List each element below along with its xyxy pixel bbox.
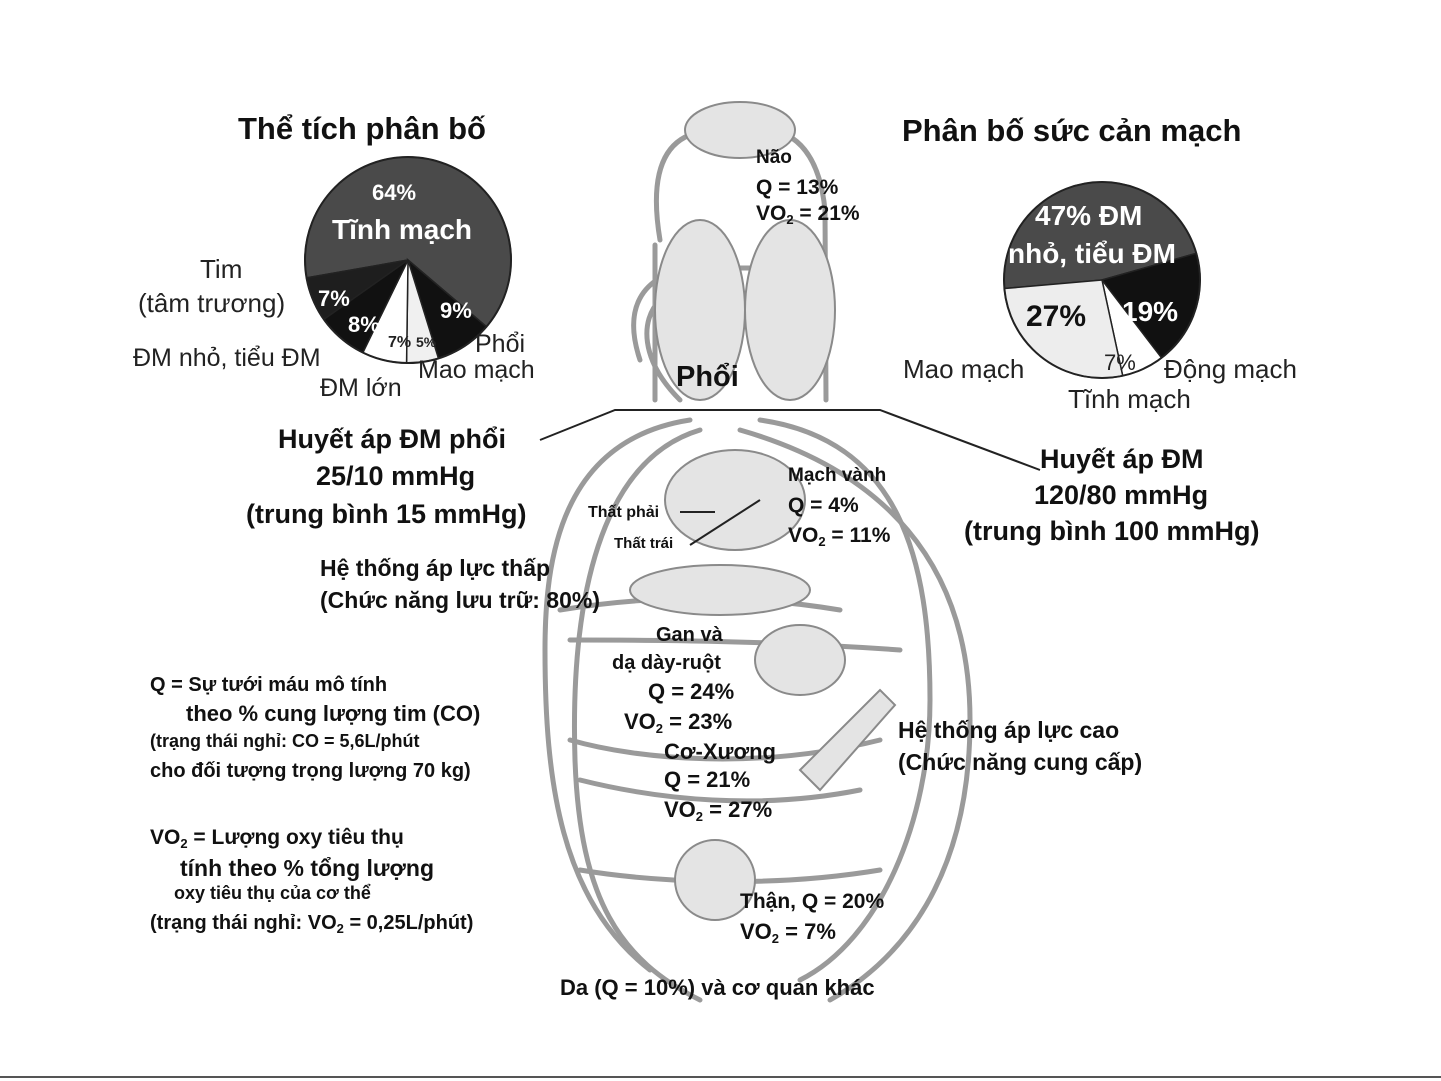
right-pct-dong-mach: 19% [1122, 296, 1179, 327]
gut-shape [754, 624, 846, 696]
legend-vo2-4: (trạng thái nghỉ: VO2 = 0,25L/phút) [150, 912, 474, 936]
liver-shape [629, 564, 811, 616]
left-label-dm-lon: ĐM lớn [320, 374, 402, 402]
high-pressure-subtitle: (Chức năng cung cấp) [898, 749, 1143, 775]
right-chart-title: Phân bố sức cản mạch [902, 113, 1242, 148]
lungs-label: Phổi [676, 361, 739, 393]
pulmonary-pressure-mean: (trung bình 15 mmHg) [246, 499, 527, 529]
pulmonary-pressure-value: 25/10 mmHg [316, 461, 476, 491]
lung-right-shape [744, 219, 836, 401]
legend-vo2-2: tính theo % tổng lượng [180, 855, 435, 881]
right-pct-dm-nho-1: 47% ĐM [1035, 200, 1143, 231]
bottom-border [0, 1076, 1441, 1078]
kidney-shape [674, 839, 756, 921]
left-pct-phoi: 9% [440, 298, 472, 323]
left-center-label: Tĩnh mạch [332, 214, 473, 245]
left-pie-outline [304, 156, 512, 364]
left-ventricle-label: Thất trái [614, 535, 674, 552]
heart-shape [664, 449, 806, 551]
left-label-dm-nho: ĐM nhỏ, tiểu ĐM [133, 344, 321, 372]
left-label-tam-truong: (tâm trương) [138, 288, 286, 318]
kidney-label: Thận, Q = 20% [740, 890, 885, 913]
resistance-distribution-pie [1003, 181, 1201, 379]
legend-vo2-1: VO2 = Lượng oxy tiêu thụ [150, 826, 404, 851]
skin-label: Da (Q = 10%) và cơ quan khác [560, 975, 875, 1000]
right-label-tinh-mach: Tĩnh mạch [1068, 384, 1191, 414]
muscle-shape [798, 688, 897, 792]
muscle-q: Q = 21% [664, 767, 751, 792]
legend-q-3: (trạng thái nghỉ: CO = 5,6L/phút [150, 731, 420, 751]
left-label-tim: Tim [200, 254, 243, 284]
left-label-mao-mach: Mao mạch [418, 356, 535, 384]
coronary-vo2: VO2 = 11% [788, 524, 891, 549]
right-pct-dm-nho-2: nhỏ, tiểu ĐM [1008, 238, 1176, 269]
brain-vo2: VO2 = 21% [756, 202, 860, 227]
brain-q: Q = 13% [756, 176, 839, 199]
coronary-q: Q = 4% [788, 494, 859, 517]
right-label-mao-mach: Mao mạch [903, 354, 1025, 384]
coronary-label: Mạch vành [788, 465, 887, 486]
kidney-vo2: VO2 = 7% [740, 919, 836, 946]
high-pressure-title: Hệ thống áp lực cao [898, 717, 1120, 743]
systemic-pressure-mean: (trung bình 100 mmHg) [964, 516, 1260, 546]
legend-q-4: cho đối tượng trọng lượng 70 kg) [150, 760, 471, 782]
left-pct-dm-lon: 7% [388, 334, 412, 351]
left-pct-dm-nho: 8% [348, 312, 380, 337]
liver-vo2: VO2 = 23% [624, 709, 733, 736]
right-pct-mao-mach: 27% [1026, 300, 1087, 333]
left-center-pct: 64% [372, 180, 417, 205]
muscle-vo2: VO2 = 27% [664, 797, 773, 824]
volume-distribution-pie [304, 156, 512, 364]
low-pressure-title: Hệ thống áp lực thấp [320, 555, 551, 581]
muscle-label: Cơ-Xương [664, 739, 776, 764]
brain-label: Não [756, 147, 792, 168]
right-ventricle-label: Thất phải [588, 504, 660, 521]
pressure-pointers [539, 409, 1041, 546]
left-chart-title: Thể tích phân bố [238, 111, 486, 146]
liver-label-2: dạ dày-ruột [612, 652, 721, 674]
legend-vo2-3: oxy tiêu thụ của cơ thể [174, 883, 371, 903]
left-pct-tim: 7% [318, 286, 350, 311]
brain-shape [684, 101, 796, 159]
right-label-dong-mach: Động mạch [1164, 354, 1297, 384]
systemic-pressure-value: 120/80 mmHg [1034, 480, 1209, 510]
low-pressure-subtitle: (Chức năng lưu trữ: 80%) [320, 587, 600, 613]
liver-q: Q = 24% [648, 679, 735, 704]
legend-q-2: theo % cung lượng tim (CO) [186, 701, 481, 726]
left-pct-mao-mach: 5% [416, 334, 437, 350]
liver-label-1: Gan và [656, 624, 723, 646]
organ-shapes [629, 101, 897, 921]
right-pct-tinh-mach: 7% [1104, 350, 1136, 375]
pulmonary-pressure-title: Huyết áp ĐM phổi [278, 424, 506, 454]
systemic-pressure-title: Huyết áp ĐM [1040, 444, 1204, 474]
left-label-phoi: Phổi [475, 330, 526, 358]
right-pie-outline [1003, 181, 1201, 379]
legend-q-1: Q = Sự tưới máu mô tính [150, 674, 388, 696]
